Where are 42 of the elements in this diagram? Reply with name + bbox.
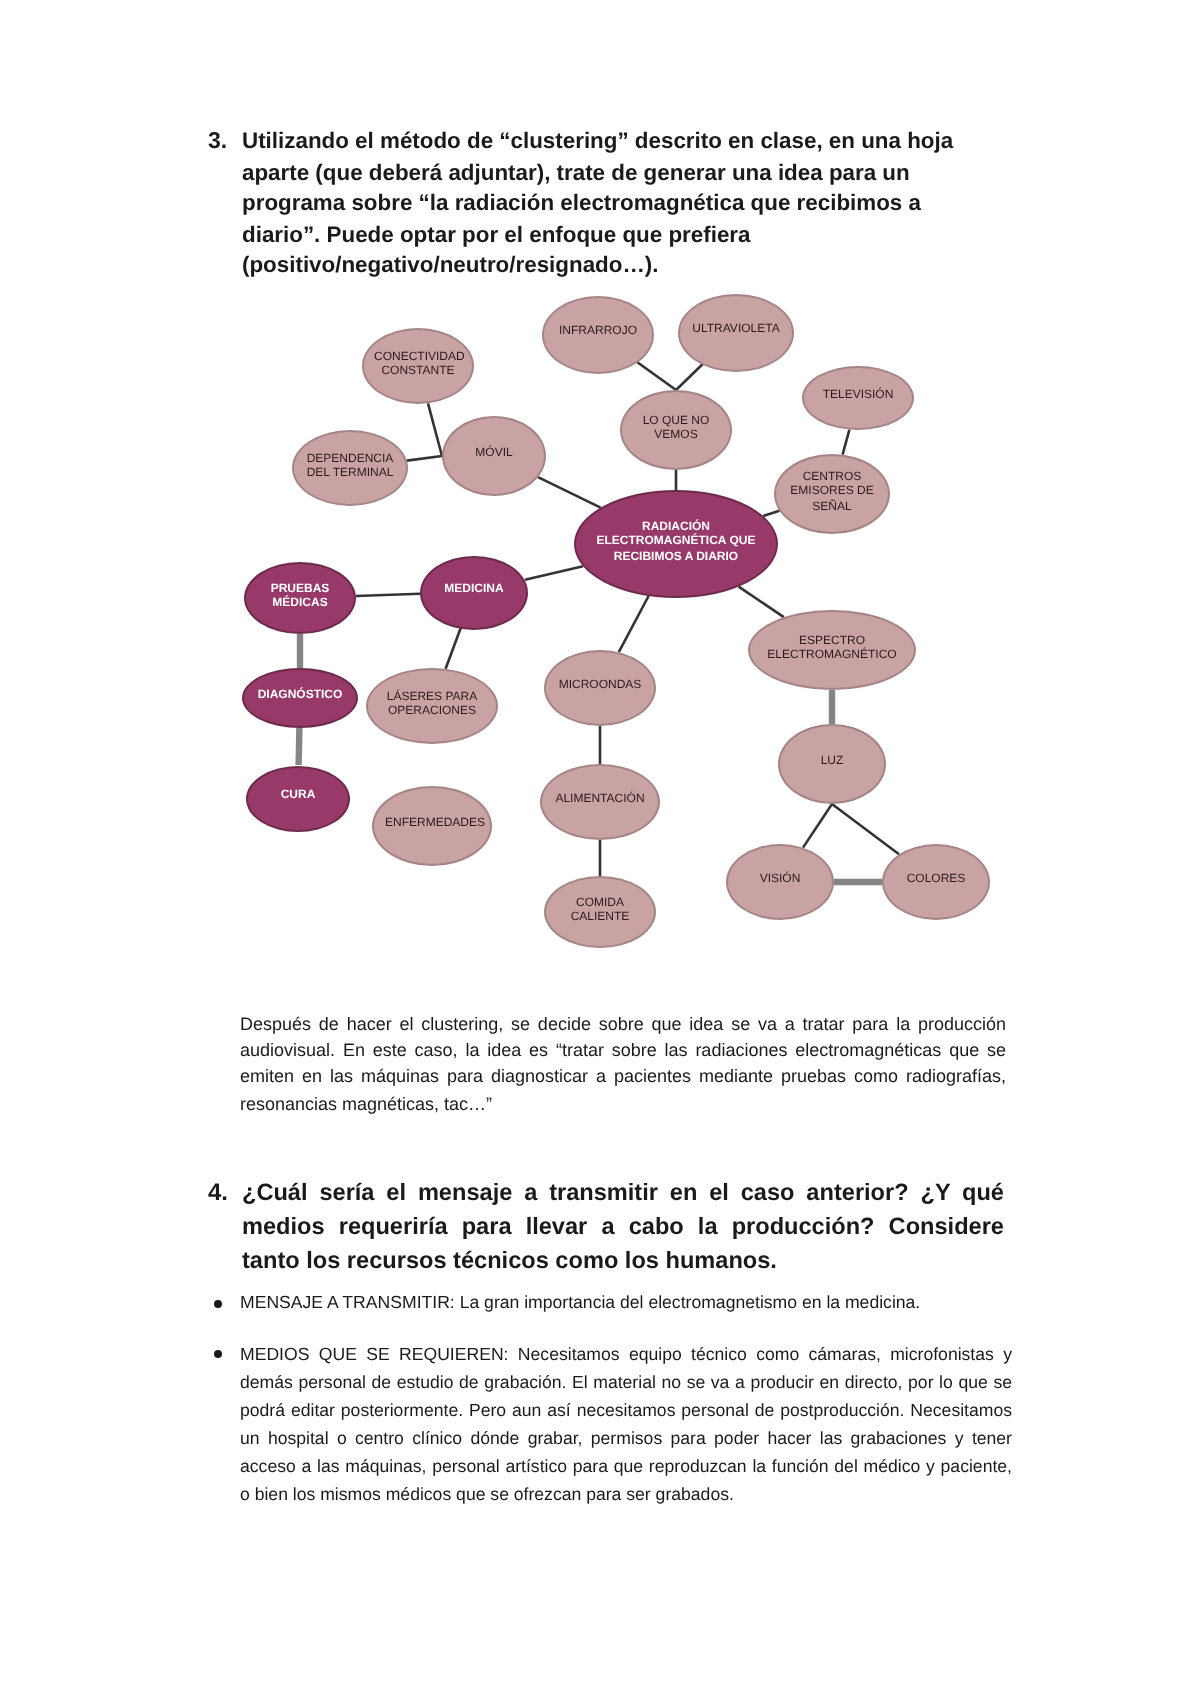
cluster-bubble [802, 366, 914, 430]
body-paragraph: Después de hacer el clustering, se decide sobre que idea se va a tratar para la producción audiovisual. En este caso, la idea es “tratar sobre las radiaciones electromagnéticas que se emiten en las máquinas para diagnosticar a pacientes mediante pruebas como radiografías, resonancias magnéticas, tac…” [240, 1012, 1006, 1118]
connector-line [762, 509, 780, 518]
bullet-text: MEDIOS QUE SE REQUIEREN: Necesitamos equipo técnico como cámaras, microfonistas y demás personal de estudio de grabación. El material no se va a producir en directo, por lo que se podrá editar posteriormente. Pero aun así necesitamos personal de postproducción. Necesitamos un hospital o centro clínico dónde grabar, permisos para poder hacer las grabaciones y tener acceso a las máquinas, personal artístico para que reproduzcan la función del médico y paciente, o bien los mismos médicos que se ofrezcan para ser grabados. [240, 1342, 1012, 1508]
cluster-bubble [778, 724, 886, 804]
question-text: ¿Cuál sería el mensaje a transmitir en el caso anterior? ¿Y qué medios requeriría para llevar a cabo la producción? Considere tanto los recursos técnicos como los humanos. [242, 1176, 1004, 1278]
connector-line [537, 476, 602, 509]
connector-line [841, 429, 851, 455]
bullet-text: MENSAJE A TRANSMITIR: La gran importancia del electromagnetismo en la medicina. [240, 1290, 923, 1316]
connector-line [598, 726, 602, 764]
cluster-bubble [244, 562, 356, 634]
connector-line [831, 802, 900, 856]
question-number: 4. [208, 1176, 229, 1210]
connector-line [355, 592, 421, 598]
cluster-bubble [246, 765, 350, 831]
cluster-bubble [774, 454, 890, 534]
connector-line [524, 564, 584, 582]
connector-line [598, 840, 602, 876]
connector-line [426, 403, 444, 457]
question-text: Utilizando el método de “clustering” descrito en clase, en una hoja aparte (que deberá adjuntar), trate de generar una idea para un programa sobre “la radiación electromagnética que recibimos a diario”. Puede optar por el enfoque que prefiera (positivo/negativo/neutro/resignado…). [242, 128, 956, 282]
connector-line [834, 878, 882, 886]
cluster-bubble [574, 490, 778, 598]
connector-line [406, 454, 443, 462]
cluster-bubble [442, 416, 546, 496]
cluster-bubble [620, 390, 732, 470]
cluster-bubble [882, 844, 990, 920]
cluster-bubble [420, 555, 528, 629]
connector-line [801, 803, 834, 849]
connector-line [295, 727, 303, 766]
cluster-bubble [726, 844, 834, 920]
connector-line [737, 585, 785, 619]
connector-line [444, 627, 462, 670]
connector-line [296, 634, 304, 668]
cluster-bubble [542, 295, 654, 373]
connector-line [636, 360, 677, 392]
question-number: 3. [208, 128, 228, 158]
cluster-bubble [544, 876, 656, 948]
connector-line [828, 690, 836, 724]
connector-line [674, 470, 678, 490]
connector-line [617, 595, 650, 653]
cluster-bubble [242, 668, 358, 728]
connector-line [675, 363, 704, 391]
